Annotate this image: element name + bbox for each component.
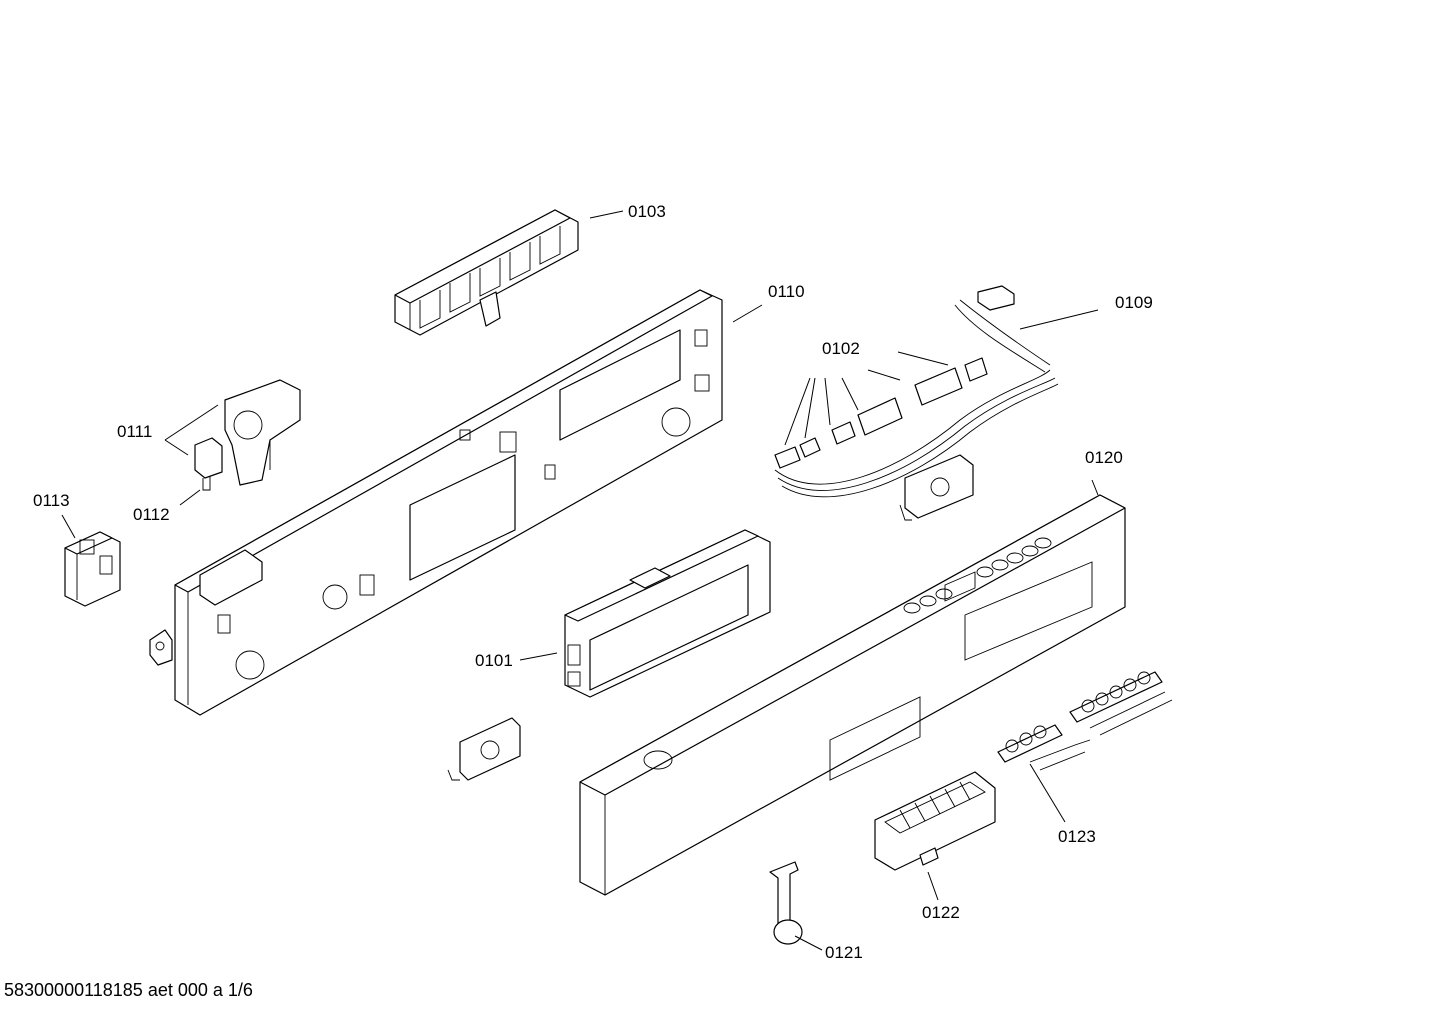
label-0120: 0120 xyxy=(1085,448,1123,467)
label-0103: 0103 xyxy=(628,202,666,221)
leader-lines xyxy=(61,210,1099,951)
document-id: 58300000118185 aet 000 a 1/6 xyxy=(4,980,253,1000)
frame-0110 xyxy=(149,289,723,716)
relay-0113 xyxy=(64,531,121,607)
label-0113: 0113 xyxy=(33,491,70,510)
connector-block-0103 xyxy=(394,209,579,336)
bracket-lower xyxy=(447,717,521,781)
label-0111: 0111 xyxy=(117,422,152,441)
label-0110: 0110 xyxy=(768,282,805,301)
part-labels: 0103 0110 0109 0102 0111 0120 0113 0112 … xyxy=(33,202,1153,962)
label-0121: 0121 xyxy=(825,943,863,962)
connectors-0102 xyxy=(774,357,988,469)
button-strip-0122 xyxy=(874,771,996,871)
label-0122: 0122 xyxy=(922,903,960,922)
led-strips-0123 xyxy=(997,671,1173,771)
label-0123: 0123 xyxy=(1058,827,1096,846)
label-0109: 0109 xyxy=(1115,293,1153,312)
microswitch-0112 xyxy=(194,437,223,491)
switch-0111 xyxy=(224,379,301,486)
push-rod-0121 xyxy=(769,861,803,945)
control-panel-0120 xyxy=(579,494,1126,896)
label-0112: 0112 xyxy=(133,505,170,524)
wiring-harness-0109 xyxy=(774,285,1059,498)
bracket-upper xyxy=(899,454,974,521)
label-0102: 0102 xyxy=(822,339,860,358)
label-0101: 0101 xyxy=(475,651,513,670)
display-module-0101 xyxy=(564,529,771,698)
